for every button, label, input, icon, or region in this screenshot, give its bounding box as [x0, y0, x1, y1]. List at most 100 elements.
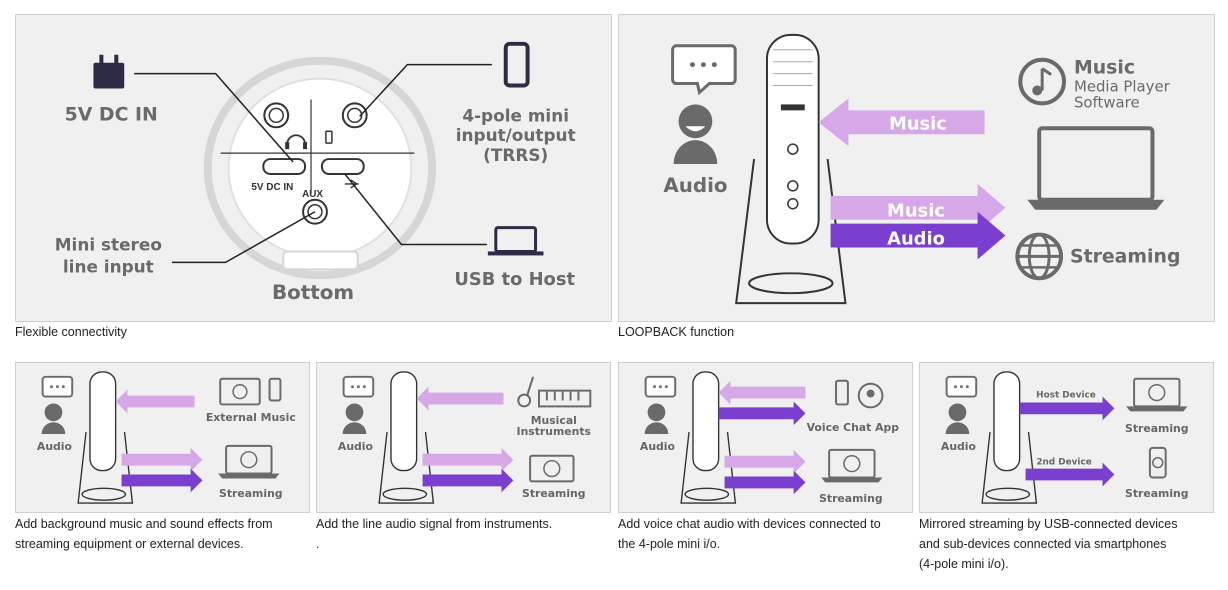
source-label-2: Instruments	[517, 425, 591, 438]
source-label-1: Musical	[531, 414, 577, 427]
loopback-panel: Audio Music Music Audio Music	[618, 14, 1215, 322]
speech-bubble-icon	[945, 375, 978, 398]
microphone-icon	[735, 33, 847, 305]
mirrored-panel: Audio Host Device 2nd Device Streaming S…	[919, 362, 1214, 513]
phone-small-icon	[325, 130, 333, 144]
mini-io-jack	[341, 102, 368, 129]
speech-bubble-icon	[644, 375, 677, 398]
microphone-icon	[680, 371, 737, 504]
laptop-icon	[821, 448, 883, 483]
music-out-arrow	[724, 449, 806, 474]
audio-label: Audio	[37, 440, 72, 453]
audio-label: Audio	[640, 440, 675, 453]
source-label: External Music	[206, 411, 296, 424]
usb-icon	[344, 179, 359, 189]
mirrored-caption-1: Mirrored streaming by USB-connected devi…	[919, 517, 1178, 531]
laptop-icon	[218, 444, 280, 479]
loopback-caption: LOOPBACK function	[618, 325, 735, 339]
mini-io-label-2: input/output	[456, 125, 576, 145]
display-icon	[529, 454, 575, 483]
laptop-icon	[487, 226, 544, 256]
person-icon	[41, 403, 66, 435]
microphone-icon	[378, 371, 435, 504]
speech-bubble-icon	[671, 44, 737, 96]
connectivity-caption: Flexible connectivity	[15, 325, 127, 339]
keyboard-icon	[538, 389, 592, 408]
source-in-arrow	[416, 386, 504, 411]
mirrored-caption-2: and sub-devices connected via smartphone…	[919, 537, 1167, 551]
audio-out-label: Audio	[887, 229, 945, 250]
audio-out-arrow	[724, 470, 806, 495]
bgm-panel: Audio External Music Streaming	[15, 362, 310, 513]
mic-base-inner	[227, 77, 413, 259]
headphone-jack	[263, 102, 290, 129]
voicechat-diagram: Audio Voice Chat App Streaming	[640, 371, 900, 505]
person-icon	[673, 104, 718, 165]
speech-bubble-icon	[342, 375, 375, 398]
audio-out-arrow	[422, 468, 514, 493]
guitar-icon	[517, 376, 535, 408]
connectivity-diagram: 5V DC IN AUX 5V DC IN 4-pole mini input/…	[55, 41, 576, 304]
music-out-arrow	[121, 447, 203, 472]
bgm-diagram: Audio External Music Streaming	[37, 371, 296, 504]
bgm-caption-1: Add background music and sound effects f…	[15, 517, 273, 531]
mirrored-caption-3: (4-pole mini i/o).	[919, 557, 1009, 571]
source-in-arrow	[115, 389, 195, 414]
voicechat-panel: Audio Voice Chat App Streaming	[618, 362, 913, 513]
music-in-label: Music	[889, 113, 947, 134]
player-title: Music	[1074, 57, 1135, 79]
audio-out-arrow	[121, 468, 203, 493]
audio-label: Audio	[941, 440, 976, 453]
streaming-label: Streaming	[219, 487, 283, 500]
smartphone-icon	[503, 41, 530, 88]
mic-base-outline	[203, 56, 437, 280]
music-out-arrow	[422, 447, 514, 472]
second-arrow	[1025, 462, 1115, 487]
laptop-icon	[1126, 377, 1188, 412]
audio-label: Audio	[663, 174, 727, 197]
stereo-in-label-1: Mini stereo	[55, 234, 162, 254]
source-label: Voice Chat App	[807, 421, 900, 434]
streaming-label-1: Streaming	[1125, 422, 1189, 435]
microphone-icon	[77, 371, 134, 504]
instruments-caption-2: .	[316, 537, 320, 551]
host-arrow	[1019, 396, 1115, 421]
usb-label: USB to Host	[454, 269, 575, 290]
streaming-label: Streaming	[522, 487, 586, 500]
streaming-label: Streaming	[1070, 245, 1180, 267]
chat-in-arrow	[718, 380, 806, 405]
mini-io-label-3: (TRRS)	[483, 145, 548, 165]
laptop-icon	[1027, 126, 1165, 210]
smartphone-icon	[1148, 446, 1167, 479]
bottom-label: Bottom	[272, 281, 354, 304]
stereo-in-label-2: line input	[63, 256, 154, 276]
player-sub-2: Software	[1074, 93, 1140, 111]
instruments-diagram: Audio Musical Instruments Streaming	[338, 371, 592, 504]
microphone-icon	[981, 371, 1038, 504]
dc-in-label: 5V DC IN	[65, 103, 158, 125]
voicechat-caption-1: Add voice chat audio with devices connec…	[618, 517, 881, 531]
music-device-icon	[219, 377, 282, 406]
mic-base-foot	[282, 250, 359, 271]
connectivity-panel: 5V DC IN AUX 5V DC IN 4-pole mini input/…	[15, 14, 612, 322]
instruments-panel: Audio Musical Instruments Streaming	[316, 362, 611, 513]
music-out-arrow	[830, 183, 1006, 232]
speech-bubble-icon	[41, 375, 74, 398]
person-icon	[644, 403, 669, 435]
voice-chat-icon	[835, 379, 884, 409]
globe-icon	[1015, 232, 1064, 281]
person-icon	[342, 403, 367, 435]
port-dc-label: 5V DC IN	[251, 182, 293, 193]
music-note-icon	[1018, 57, 1067, 106]
music-out-label: Music	[887, 201, 945, 222]
player-sub-1: Media Player	[1074, 78, 1171, 96]
bgm-caption-2: streaming equipment or external devices.	[15, 537, 244, 551]
mini-io-label-1: 4-pole mini	[462, 105, 569, 125]
audio-label: Audio	[338, 440, 373, 453]
headphone-icon	[286, 134, 306, 145]
voicechat-caption-2: the 4-pole mini i/o.	[618, 537, 721, 551]
host-label: Host Device	[1036, 391, 1096, 401]
chat-out-arrow	[718, 401, 806, 426]
port-aux-label: AUX	[302, 189, 323, 200]
person-icon	[945, 403, 970, 435]
